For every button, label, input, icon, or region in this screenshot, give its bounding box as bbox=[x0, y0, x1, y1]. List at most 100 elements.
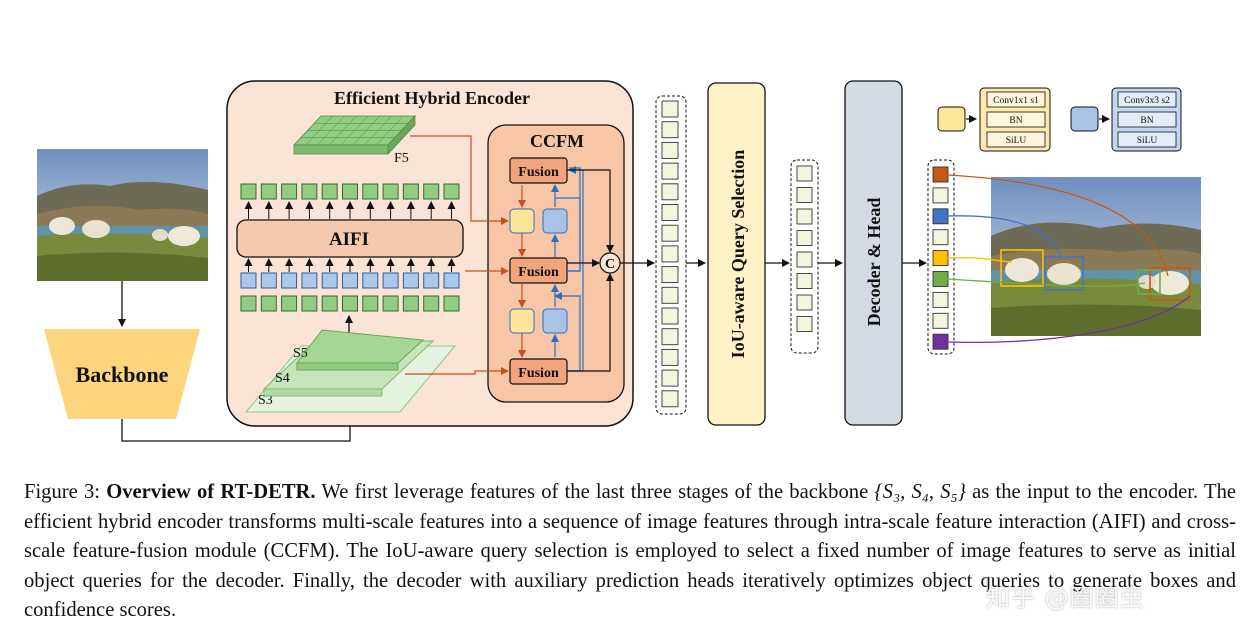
arrow-backbone-to-encoder bbox=[121, 416, 354, 442]
backbone-block: Backbone bbox=[44, 329, 200, 419]
conv1x1-block-lower bbox=[509, 308, 535, 334]
legend-blue-line-3: SiLU bbox=[1137, 136, 1158, 146]
legend-blue-line-2: BN bbox=[1140, 116, 1153, 126]
s4-label: S4 bbox=[275, 371, 290, 386]
token bbox=[661, 390, 679, 408]
decoder-and-head: Decoder & Head bbox=[844, 80, 903, 426]
fusion-middle-label: Fusion bbox=[518, 265, 559, 280]
flattened-s5-tokens bbox=[240, 295, 460, 312]
f5-label: F5 bbox=[394, 151, 409, 166]
token bbox=[342, 183, 358, 200]
token bbox=[402, 183, 419, 200]
token bbox=[443, 183, 460, 200]
caption-prefix: Figure 3: bbox=[24, 481, 107, 503]
conv3x3-block-lower bbox=[542, 308, 568, 334]
token bbox=[281, 295, 298, 312]
backbone-label: Backbone bbox=[76, 362, 169, 387]
fusion-middle: Fusion bbox=[509, 257, 568, 284]
token bbox=[382, 295, 399, 312]
watermark: 知乎 @圈圈虫 bbox=[986, 584, 1145, 612]
selected-object-queries bbox=[790, 159, 819, 354]
token bbox=[443, 272, 460, 289]
token bbox=[932, 312, 949, 329]
f5-feature-map: F5 bbox=[293, 114, 416, 166]
token bbox=[382, 272, 399, 289]
figure-caption: Figure 3: Overview of RT-DETR. We first … bbox=[24, 478, 1236, 626]
legend-yellow-line-3: SiLU bbox=[1006, 136, 1027, 146]
token bbox=[661, 266, 679, 284]
token bbox=[423, 272, 440, 289]
token bbox=[796, 273, 813, 289]
s5-feature-map: S5 bbox=[293, 329, 425, 371]
token bbox=[796, 251, 813, 268]
legend-blue-swatch bbox=[1070, 106, 1099, 132]
token bbox=[661, 224, 679, 242]
fusion-top: Fusion bbox=[509, 157, 568, 184]
token bbox=[240, 183, 257, 200]
aifi-input-arrows bbox=[244, 258, 456, 272]
token bbox=[301, 295, 318, 312]
legend-yellow-line-1: Conv1x1 s1 bbox=[993, 96, 1039, 106]
positional-embedding-tokens bbox=[240, 272, 460, 289]
token bbox=[661, 100, 679, 118]
concat-node: C bbox=[567, 169, 621, 372]
legend: Conv1x1 s1 BN SiLU Conv3x3 s2 BN SiLU bbox=[937, 87, 1182, 152]
token bbox=[443, 295, 460, 312]
token bbox=[342, 295, 358, 312]
output-queries bbox=[927, 159, 955, 355]
token bbox=[260, 272, 277, 289]
token bbox=[321, 183, 338, 200]
s3-label: S3 bbox=[258, 393, 273, 408]
legend-yellow-line-2: BN bbox=[1009, 116, 1022, 126]
token bbox=[661, 141, 679, 159]
multi-scale-features: S3 S4 S5 bbox=[244, 329, 457, 413]
top-down-path bbox=[405, 135, 526, 375]
fusion-bottom-label: Fusion bbox=[518, 366, 559, 381]
token bbox=[260, 183, 277, 200]
ccfm-title: CCFM bbox=[530, 131, 584, 151]
token bbox=[240, 295, 257, 312]
token bbox=[281, 183, 298, 200]
aifi-label: AIFI bbox=[329, 229, 369, 250]
token bbox=[661, 307, 679, 325]
aifi-output-arrows bbox=[244, 201, 456, 219]
caption-title: Overview of RT-DETR. bbox=[106, 481, 316, 503]
token bbox=[932, 166, 949, 183]
fusion-bottom: Fusion bbox=[509, 358, 568, 385]
encoder-title: Efficient Hybrid Encoder bbox=[334, 88, 530, 108]
fusion-top-label: Fusion bbox=[518, 165, 559, 180]
token bbox=[240, 272, 257, 289]
token bbox=[362, 295, 379, 312]
token bbox=[932, 187, 949, 204]
token bbox=[342, 272, 358, 289]
aifi-block: AIFI bbox=[236, 219, 464, 258]
caption-math: {S₃, S₄, S₅} bbox=[874, 481, 966, 503]
token bbox=[661, 369, 679, 387]
token bbox=[796, 165, 813, 182]
token bbox=[796, 294, 813, 311]
token bbox=[402, 295, 419, 312]
token bbox=[796, 208, 813, 225]
query-selection-label: IoU-aware Query Selection bbox=[728, 150, 748, 359]
decoder-label: Decoder & Head bbox=[864, 198, 884, 327]
output-image bbox=[991, 177, 1201, 336]
rt-detr-architecture-diagram: Backbone Efficient Hybrid Encoder F5 AIF… bbox=[37, 80, 1201, 442]
token bbox=[932, 333, 949, 350]
conv1x1-block-upper bbox=[509, 208, 535, 234]
token bbox=[661, 245, 679, 263]
token bbox=[321, 295, 338, 312]
token bbox=[661, 286, 679, 304]
encoder-output-features bbox=[655, 95, 687, 415]
token bbox=[281, 272, 298, 289]
token bbox=[260, 295, 277, 312]
token bbox=[661, 162, 679, 180]
token bbox=[661, 204, 679, 221]
token bbox=[932, 291, 949, 308]
token bbox=[661, 121, 679, 139]
token bbox=[932, 229, 949, 246]
token bbox=[423, 183, 440, 200]
token bbox=[796, 187, 813, 203]
query-to-box-links bbox=[946, 174, 1191, 343]
token bbox=[932, 250, 949, 267]
s5-label: S5 bbox=[293, 346, 308, 361]
